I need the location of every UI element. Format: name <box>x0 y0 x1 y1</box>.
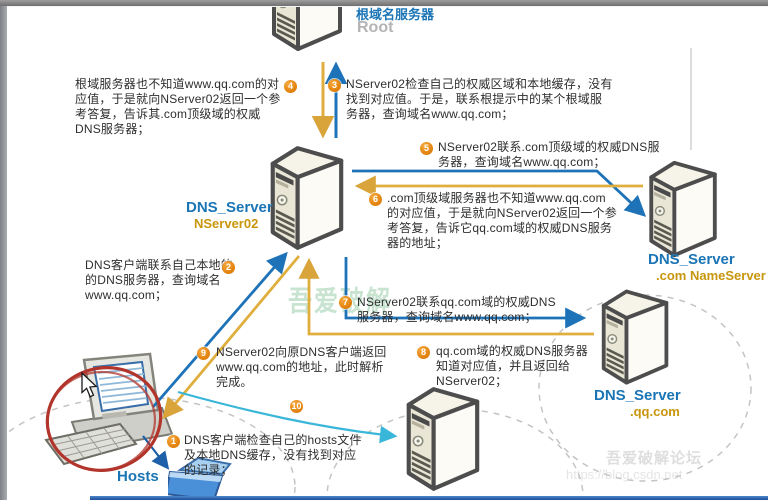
step-4-note: 根域服务器也不知道www.qq.com的对 应值，于是就向NServer02返回… <box>75 77 281 136</box>
com-dns-title: DNS_Server <box>648 251 735 268</box>
step-5-badge: 5 <box>420 142 433 155</box>
arrow-step9-response <box>162 255 301 420</box>
arrow-step7-query <box>344 257 587 329</box>
step-6-badge: 6 <box>369 193 382 206</box>
local-dns-title: DNS_Server <box>186 199 273 216</box>
step-5-note: NServer02联系.com顶级域的权威DNS服 务器，查询域名www.qq.… <box>438 140 660 169</box>
step-2-badge: 2 <box>222 261 235 274</box>
step-4-badge: 4 <box>284 80 297 93</box>
arrow-step2-query <box>151 251 288 408</box>
hosts-label: Hosts <box>117 468 159 485</box>
red-circle-annotation <box>45 366 163 472</box>
arrow-step8-response <box>298 257 594 336</box>
arrow-step10-cache <box>177 390 398 444</box>
step-1-badge: 1 <box>167 435 180 448</box>
root-server-subtitle: Root <box>357 19 394 36</box>
blog-watermark: https://blog.csdn.net <box>566 467 683 482</box>
root-server-title: 根域名服务器 <box>356 7 435 22</box>
step-10-badge: 10 <box>290 400 303 413</box>
step-9-badge: 9 <box>197 347 210 360</box>
step-8-badge: 8 <box>417 346 430 359</box>
com-dns-subtitle: .com NameServer <box>656 268 766 283</box>
window-left-edge <box>0 6 7 500</box>
arrow-step5-query <box>352 169 647 217</box>
local-dns-subtitle: NServer02 <box>194 216 259 231</box>
forum-watermark: 吾爱破解论坛 <box>606 450 703 467</box>
step-8-note: qq.com域的权威DNS服务器 知道对应值，并且返回给 NServer02； <box>436 344 588 388</box>
step-2-note: DNS客户端联系自己本地的 的DNS服务器，查询域名 www.qq.com； <box>85 258 233 302</box>
step-6-note: .com顶级域服务器也不知道www.qq.com 的对应值，于是就向NServe… <box>387 191 617 250</box>
bottom-blue-bar <box>90 496 768 500</box>
step-3-badge: 3 <box>328 79 341 92</box>
qq-dns-subtitle: .qq.com <box>630 404 680 419</box>
step-9-note: NServer02向原DNS客户端返回 www.qq.com的地址，此时解析 完… <box>216 345 387 389</box>
step-7-note: NServer02联系qq.com域的权威DNS 服务器，查询域名www.qq.… <box>357 295 556 324</box>
arrow-hosts-check <box>142 435 170 470</box>
mouse-cursor-icon <box>81 371 98 398</box>
qq-dns-title: DNS_Server <box>594 387 681 404</box>
step-7-badge: 7 <box>339 296 352 309</box>
step-1-note: DNS客户端检查自己的hosts文件 及本地DNS缓存，没有找到对应 的记录； <box>184 433 362 477</box>
hosts-folder-icon <box>168 456 232 500</box>
step-3-note: NServer02检查自己的权威区域和本地缓存，没有 找到对应值。于是，联系根提… <box>346 77 613 121</box>
window-top-edge <box>0 0 768 7</box>
